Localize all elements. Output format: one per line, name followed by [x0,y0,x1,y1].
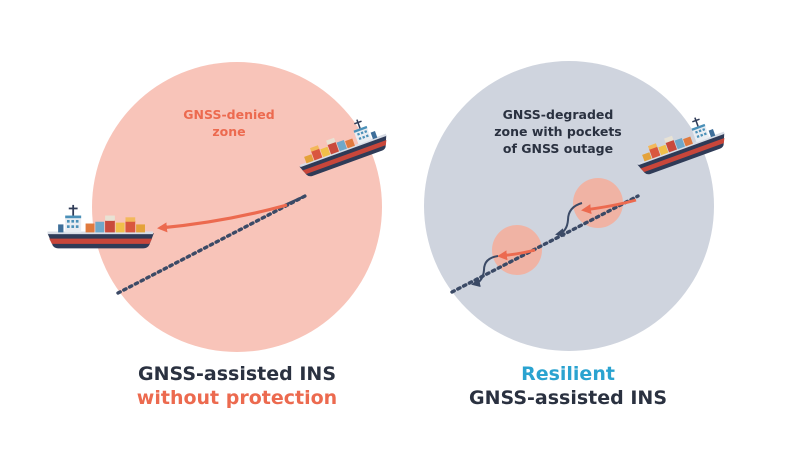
degraded-zone-label-line3: of GNSS outage [503,141,613,156]
outage-pocket-1 [573,178,623,228]
degraded-zone-label-line2: zone with pockets [494,124,621,139]
drift-hook-2 [471,255,499,288]
gnss-degraded-zone [424,61,714,351]
corrected-path-arrow-1 [581,198,637,215]
left-caption: GNSS-assisted INS without protection [117,362,357,410]
drift-hook-1 [555,202,583,238]
degraded-zone-label-line1: GNSS-degraded [503,107,614,122]
true-track-segment [284,194,306,207]
gnss-denied-zone [92,62,382,352]
left-caption-line2: without protection [136,387,338,409]
denied-zone-label-line1: GNSS-denied [183,107,274,122]
denied-zone-label-line2: zone [212,124,245,139]
corrected-path-arrow-2 [497,248,536,261]
drift-track-dotted [116,194,307,295]
true-path-arrow [157,203,288,233]
right-caption: Resilient GNSS-assisted INS [448,362,688,410]
outage-pocket-2 [492,225,542,275]
left-caption-line1: GNSS-assisted INS [138,363,336,385]
right-caption-line1: Resilient [521,363,615,385]
right-caption-line2: GNSS-assisted INS [469,387,667,409]
